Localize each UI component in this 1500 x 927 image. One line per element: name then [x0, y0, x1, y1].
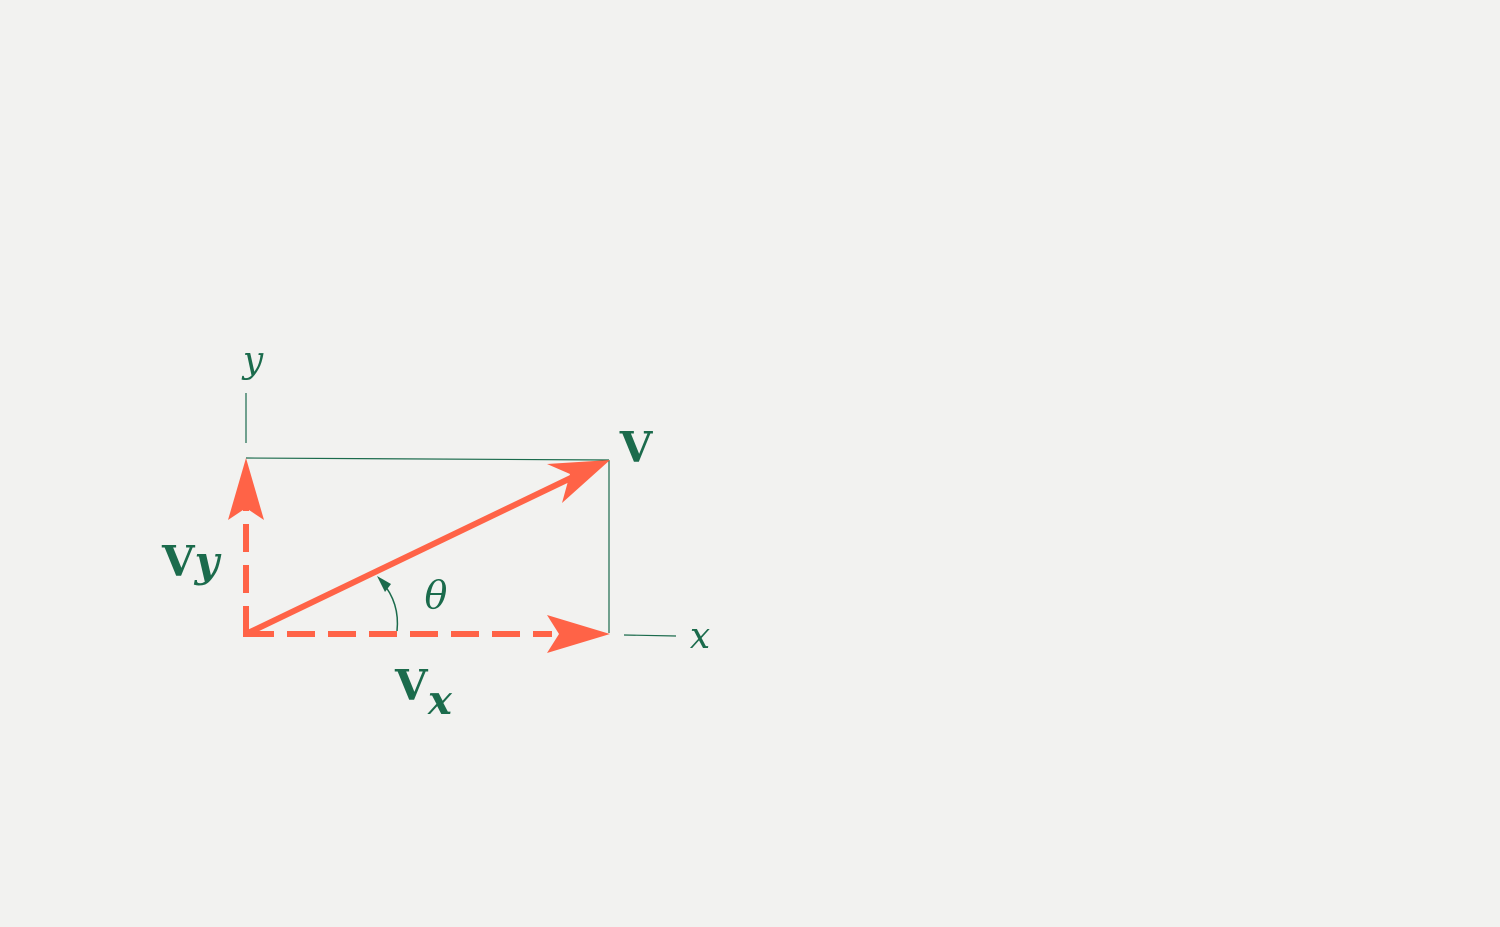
vy-arrowhead [228, 458, 264, 520]
x-axis-stub [623, 634, 677, 637]
y-axis-label: y [241, 340, 264, 381]
vy-label-sub: y [194, 537, 222, 586]
vector-components [243, 473, 577, 637]
top-projection-line [245, 457, 610, 461]
vx-label: V [394, 661, 429, 710]
angle-arrowhead [377, 576, 391, 592]
angle-label: θ [425, 573, 448, 617]
vector-label: V [619, 423, 654, 472]
vx-arrowhead [547, 615, 610, 653]
resultant-arrowhead [547, 460, 610, 503]
guide-lines [245, 393, 677, 637]
resultant-vector-line [244, 473, 577, 637]
vx-label-sub: x [427, 677, 453, 724]
vy-label-main: V [161, 537, 196, 586]
vy-label: Vy [161, 537, 222, 586]
x-axis-label: x [690, 616, 710, 657]
